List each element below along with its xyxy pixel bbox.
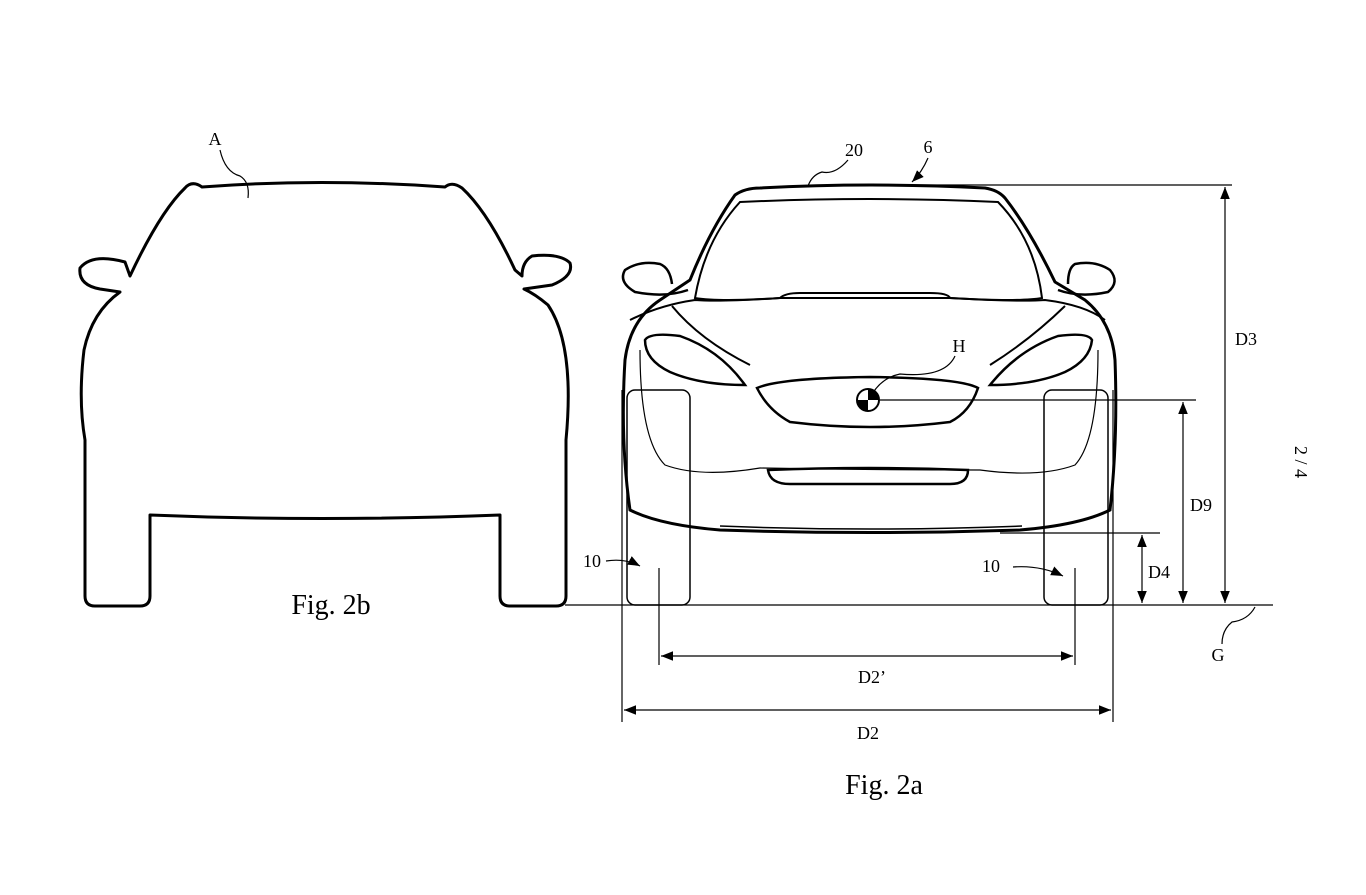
ref-label-10-right: 10 xyxy=(982,556,1000,576)
leader-lines xyxy=(605,157,1256,645)
leader-A xyxy=(219,149,249,199)
figure-caption-2b: Fig. 2b xyxy=(291,590,371,621)
ref-label-H: H xyxy=(952,336,966,356)
figure-caption-2a: Fig. 2a xyxy=(845,770,923,801)
ref-label-10-left: 10 xyxy=(583,551,601,571)
wheel-right xyxy=(1043,389,1109,606)
dim-label-D4: D4 xyxy=(1148,562,1170,582)
ref-label-20: 20 xyxy=(845,140,863,160)
ref-label-6: 6 xyxy=(923,137,933,157)
dim-label-D3: D3 xyxy=(1235,329,1257,349)
vehicle-front-view-fig2a xyxy=(621,183,1118,606)
ref-label-A: A xyxy=(208,129,222,149)
emblem-H xyxy=(856,388,880,412)
vehicle-silhouette-fig2b xyxy=(78,181,573,608)
dim-label-D2: D2 xyxy=(857,723,879,743)
dim-label-D9: D9 xyxy=(1190,495,1212,515)
dim-label-D2-prime: D2’ xyxy=(858,667,886,687)
page-number: 2 / 4 xyxy=(1291,445,1311,479)
ref-label-G: G xyxy=(1211,645,1225,665)
dimension-lines xyxy=(565,184,1273,722)
